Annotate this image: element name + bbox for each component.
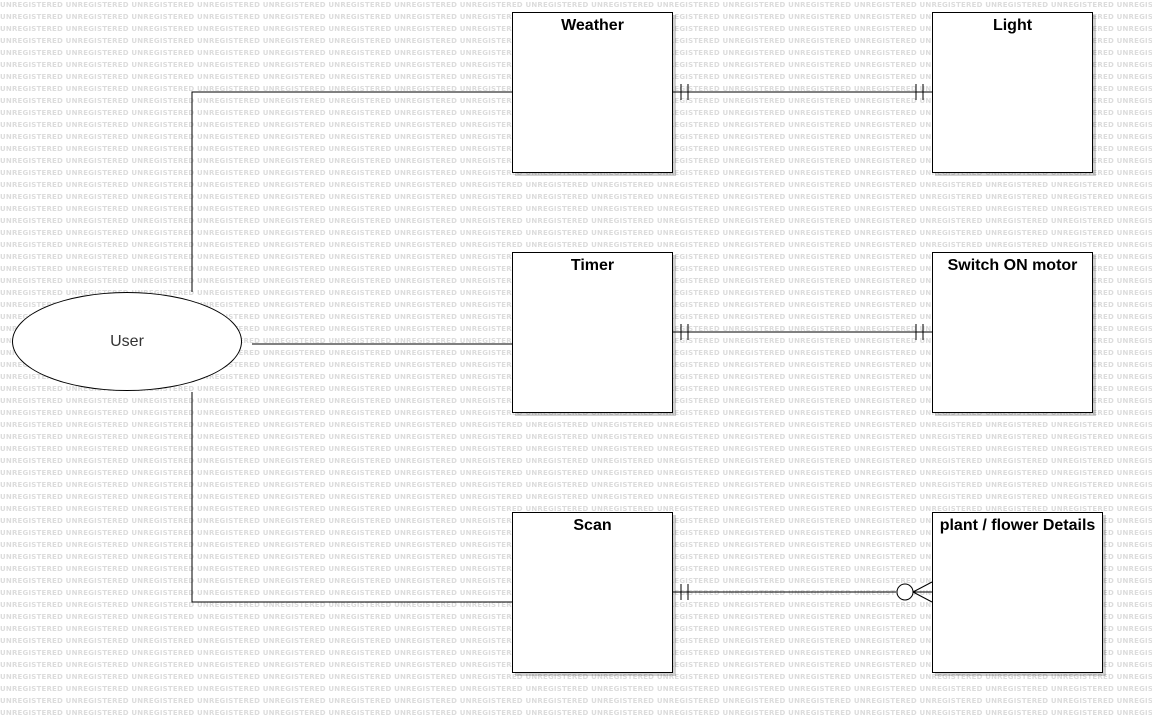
- watermark-row: UNREGISTERED UNREGISTERED UNREGISTERED U…: [0, 685, 1152, 693]
- scan-entity-title: Scan: [573, 517, 612, 534]
- switch-on-motor-entity-title: Switch ON motor: [947, 257, 1078, 274]
- watermark-row: UNREGISTERED UNREGISTERED UNREGISTERED U…: [0, 217, 1152, 225]
- watermark-row: UNREGISTERED UNREGISTERED UNREGISTERED U…: [0, 505, 1152, 513]
- watermark-row: UNREGISTERED UNREGISTERED UNREGISTERED U…: [0, 673, 1152, 681]
- watermark-row: UNREGISTERED UNREGISTERED UNREGISTERED U…: [0, 709, 1152, 717]
- watermark-row: UNREGISTERED UNREGISTERED UNREGISTERED U…: [0, 421, 1152, 429]
- plant-flower-details-entity[interactable]: plant / flower Details: [932, 512, 1103, 673]
- scan-plant-relationship[interactable]: [672, 581, 933, 603]
- switch-on-motor-entity[interactable]: Switch ON motor: [932, 252, 1093, 413]
- watermark-row: UNREGISTERED UNREGISTERED UNREGISTERED U…: [0, 1, 1152, 9]
- watermark-row: UNREGISTERED UNREGISTERED UNREGISTERED U…: [0, 169, 1152, 177]
- user-actor-label: User: [110, 332, 144, 350]
- watermark-row: UNREGISTERED UNREGISTERED UNREGISTERED U…: [0, 229, 1152, 237]
- watermark-row: UNREGISTERED UNREGISTERED UNREGISTERED U…: [0, 481, 1152, 489]
- watermark-row: UNREGISTERED UNREGISTERED UNREGISTERED U…: [0, 193, 1152, 201]
- light-entity[interactable]: Light: [932, 12, 1093, 173]
- light-entity-title: Light: [992, 17, 1033, 34]
- weather-entity-title: Weather: [561, 17, 624, 34]
- watermark-row: UNREGISTERED UNREGISTERED UNREGISTERED U…: [0, 433, 1152, 441]
- weather-light-relationship[interactable]: [672, 84, 932, 100]
- timer-entity[interactable]: Timer: [512, 252, 673, 413]
- user-actor[interactable]: User: [12, 292, 242, 391]
- watermark-row: UNREGISTERED UNREGISTERED UNREGISTERED U…: [0, 241, 1152, 249]
- watermark-row: UNREGISTERED UNREGISTERED UNREGISTERED U…: [0, 469, 1152, 477]
- watermark-row: UNREGISTERED UNREGISTERED UNREGISTERED U…: [0, 445, 1152, 453]
- watermark-row: UNREGISTERED UNREGISTERED UNREGISTERED U…: [0, 205, 1152, 213]
- watermark-row: UNREGISTERED UNREGISTERED UNREGISTERED U…: [0, 457, 1152, 465]
- watermark-row: UNREGISTERED UNREGISTERED UNREGISTERED U…: [0, 697, 1152, 705]
- plant-flower-details-entity-title: plant / flower Details: [939, 517, 1096, 534]
- scan-entity[interactable]: Scan: [512, 512, 673, 673]
- timer-entity-title: Timer: [570, 257, 615, 274]
- user-scan-connector[interactable]: [191, 392, 512, 603]
- watermark-row: UNREGISTERED UNREGISTERED UNREGISTERED U…: [0, 493, 1152, 501]
- user-weather-connector[interactable]: [191, 91, 512, 292]
- watermark-row: UNREGISTERED UNREGISTERED UNREGISTERED U…: [0, 409, 1152, 417]
- weather-entity[interactable]: Weather: [512, 12, 673, 173]
- watermark-row: UNREGISTERED UNREGISTERED UNREGISTERED U…: [0, 181, 1152, 189]
- timer-switch-relationship[interactable]: [672, 324, 932, 340]
